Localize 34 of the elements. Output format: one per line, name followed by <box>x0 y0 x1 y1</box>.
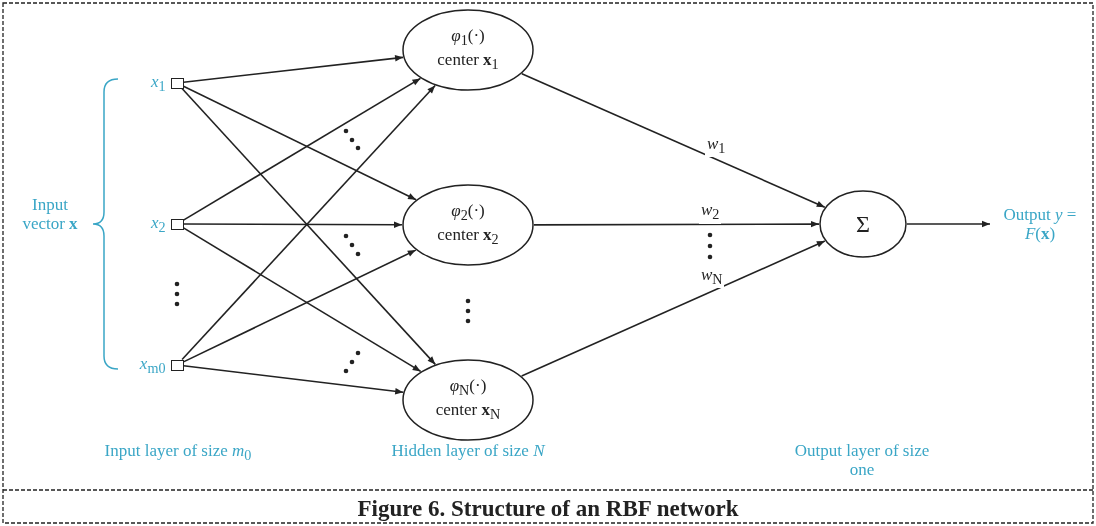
input-label: x$_{2}$ <box>149 213 166 238</box>
neuron-label: φ$_{2}$(·) <box>451 200 485 225</box>
neuron-label: center x$_{1}$ <box>437 50 499 75</box>
hidden-neuron <box>402 184 534 266</box>
input-node-square <box>170 218 184 230</box>
arrow <box>182 221 403 228</box>
summation-node <box>819 190 907 258</box>
arrow <box>182 85 417 201</box>
layer-label: Input layer of size m$_{0}$ <box>103 441 253 466</box>
layer-label: Output layer of size one <box>793 441 931 479</box>
neuron-label: center x$_{N}$ <box>435 400 501 425</box>
arrow <box>906 220 991 228</box>
input-label: x$_{1}$ <box>149 72 166 97</box>
arrow <box>182 249 417 363</box>
arrow <box>182 77 422 221</box>
hidden-neuron <box>402 359 534 441</box>
arrow <box>533 220 820 228</box>
arrow <box>521 72 826 208</box>
arrow <box>182 364 404 395</box>
sum-symbol: Σ <box>856 214 870 234</box>
neuron-label: center x$_{2}$ <box>437 225 499 250</box>
neuron-label: φ$_{N}$(·) <box>449 375 487 400</box>
input-label: x$_{m0}$ <box>138 354 166 379</box>
arrow <box>182 227 422 373</box>
neuron-label: φ$_{1}$(·) <box>451 25 485 50</box>
input-node-square <box>170 359 184 371</box>
hidden-neuron <box>402 9 534 91</box>
layer-label: Hidden layer of size N <box>390 441 547 460</box>
output-label: Output y = F(x) <box>1002 205 1078 243</box>
arrow <box>520 240 826 377</box>
input-node-square <box>170 77 184 89</box>
input-vector-label: Input vector x <box>21 195 79 233</box>
arrow <box>182 55 404 84</box>
figure-caption: Figure 6. Structure of an RBF network <box>356 495 740 523</box>
